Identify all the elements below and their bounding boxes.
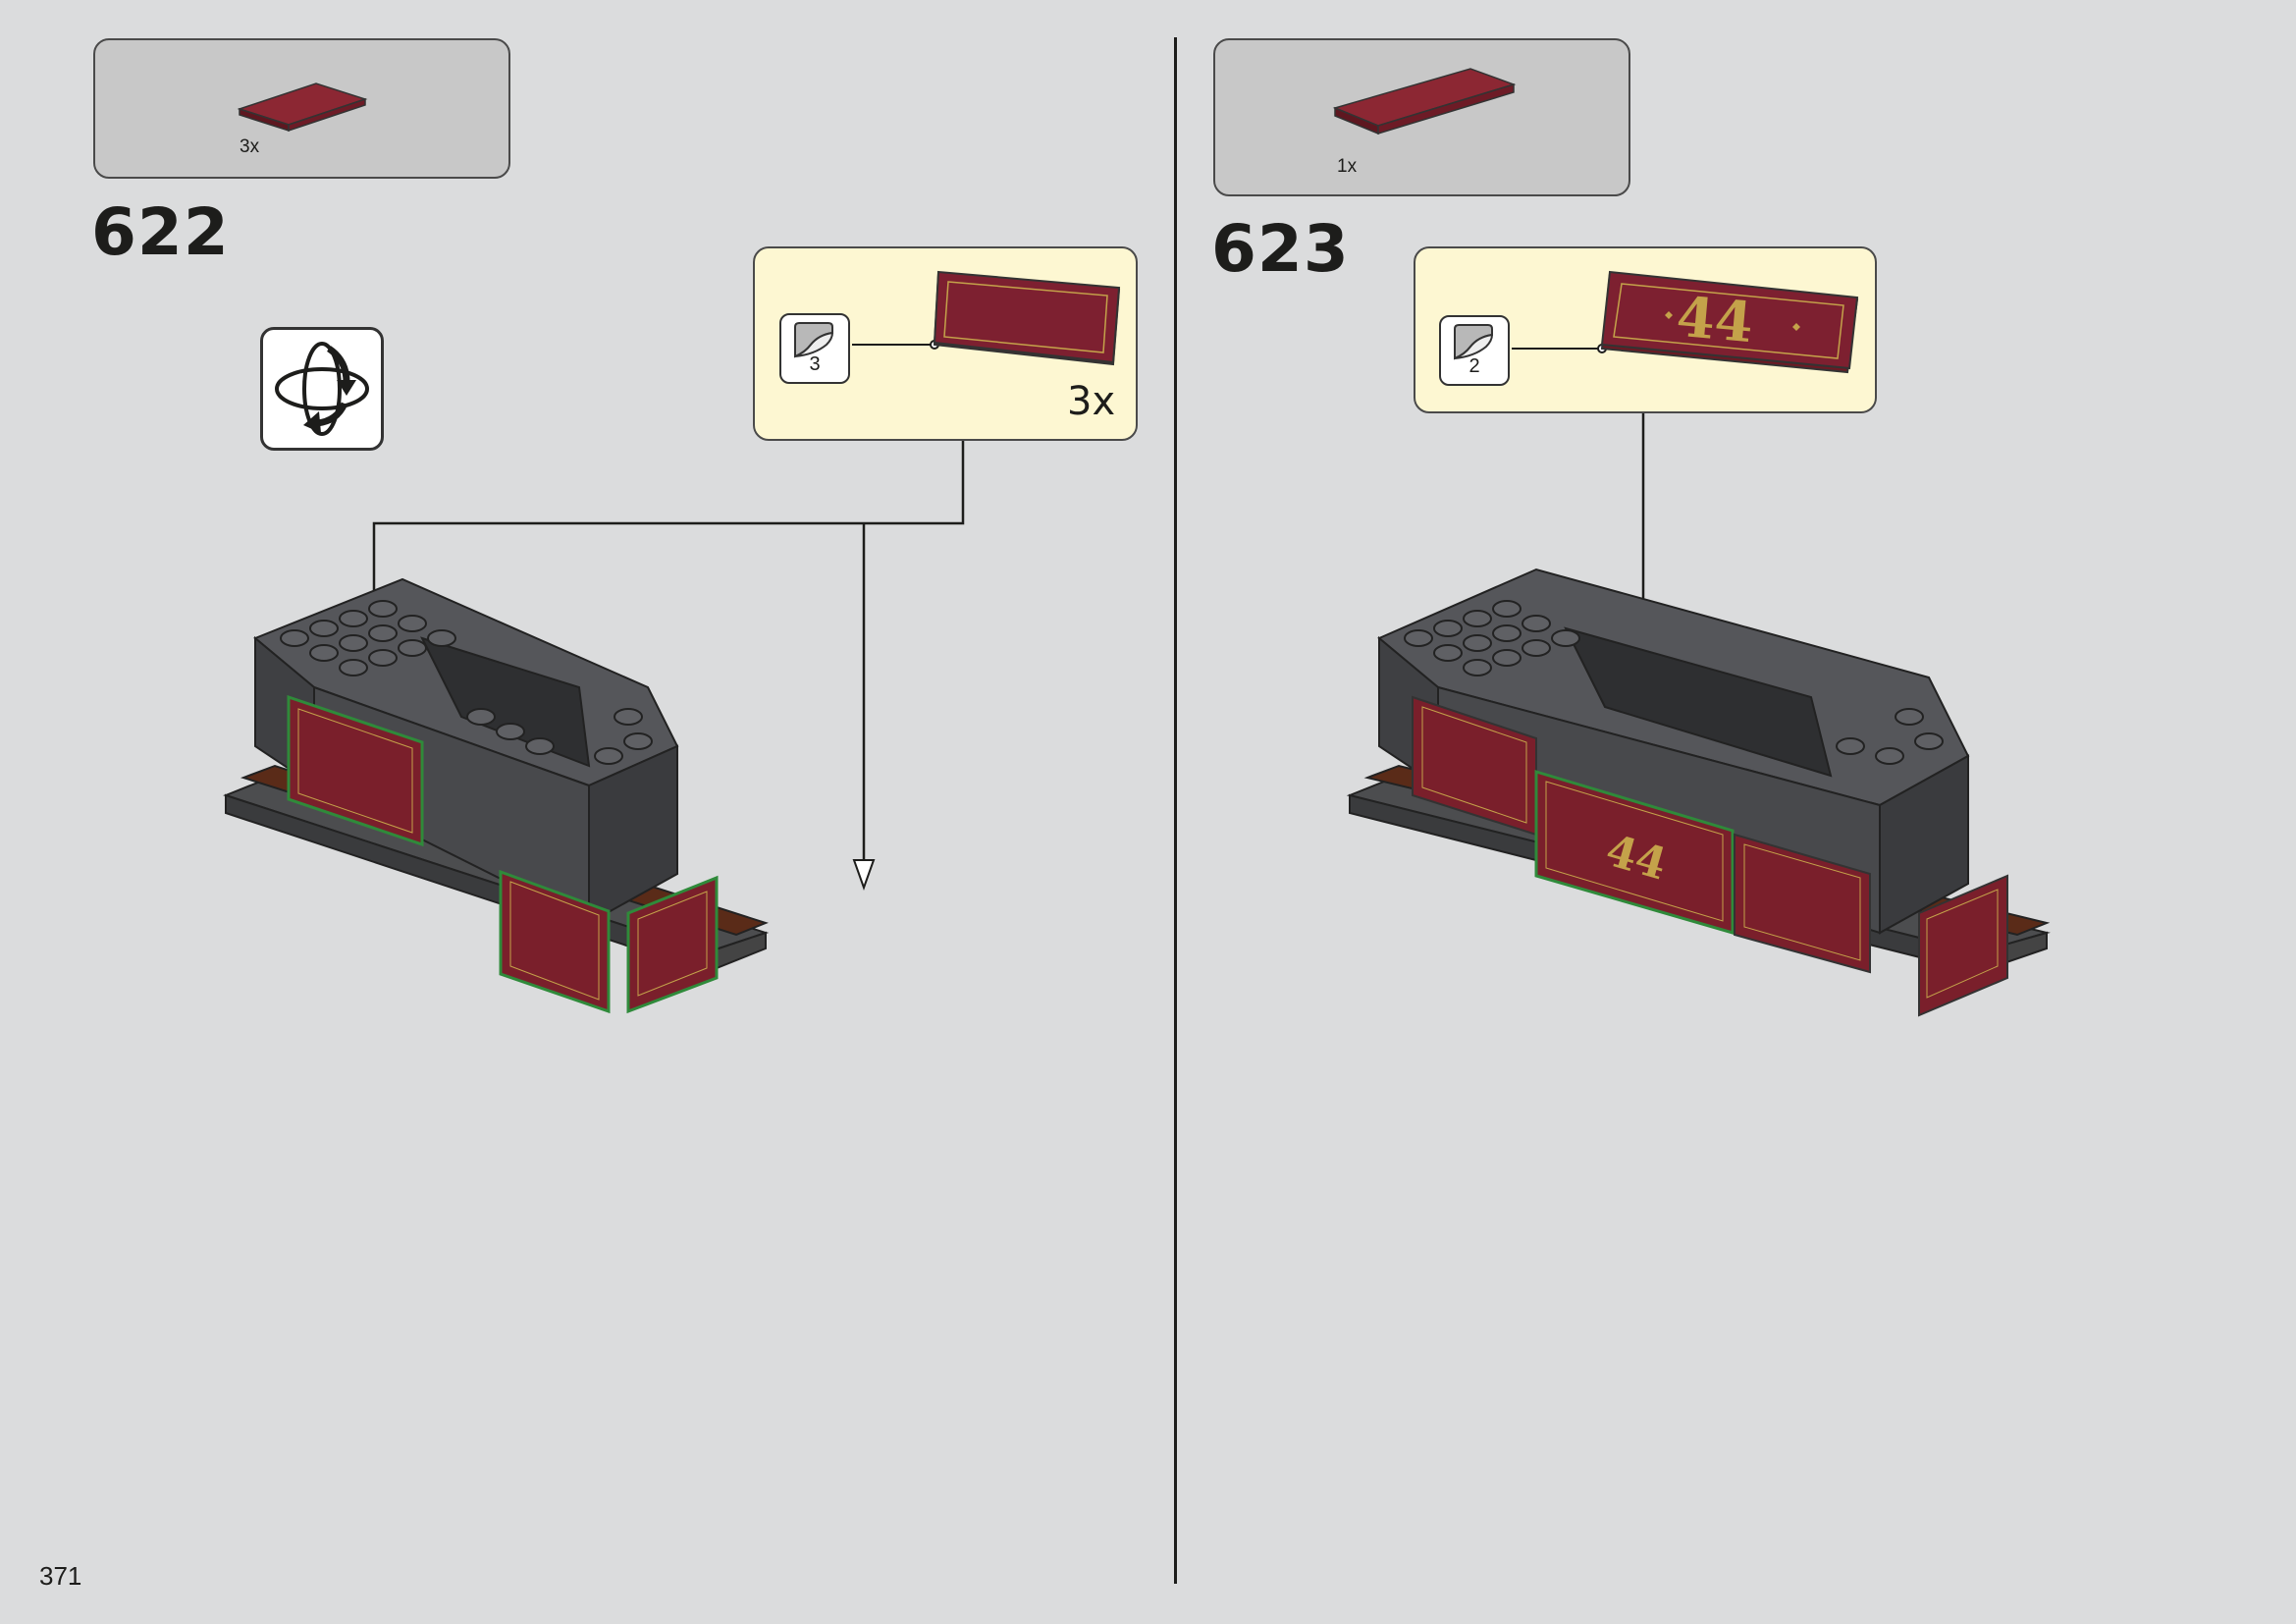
sticker-sheet-icon: [794, 322, 834, 358]
sticker-sheet-badge: 2: [1439, 315, 1510, 386]
model-assembly-622: [223, 577, 770, 1014]
model-assembly-623: 44: [1346, 568, 2051, 1017]
part-quantity: 1x: [1337, 156, 1358, 177]
sticker-44-icon: [1512, 270, 1859, 374]
parts-list-box-622: 3x: [93, 38, 510, 179]
sticker-frame-icon: [852, 270, 1121, 366]
parts-list-box-623: 1x: [1213, 38, 1630, 196]
sticker-sheet-badge: 3: [779, 313, 850, 384]
sticker-number: 3: [809, 353, 821, 375]
step-number: 623: [1211, 211, 1350, 287]
sticker-callout-622: 3 3x: [753, 246, 1138, 441]
step-number: 622: [91, 194, 230, 270]
rotate-model-box: [260, 327, 384, 451]
sticker-number: 2: [1468, 355, 1480, 377]
sticker-sheet-icon: [1454, 324, 1494, 360]
sticker-callout-623: 2 44: [1414, 246, 1877, 413]
tile-1x4-icon: [1332, 68, 1517, 135]
rotate-model-icon: [275, 342, 369, 436]
page-divider: [1174, 37, 1177, 1584]
tile-1x2-icon: [237, 82, 368, 133]
page-number: 371: [39, 1561, 82, 1591]
callout-quantity: 3x: [1067, 379, 1116, 424]
part-quantity: 3x: [240, 136, 260, 157]
